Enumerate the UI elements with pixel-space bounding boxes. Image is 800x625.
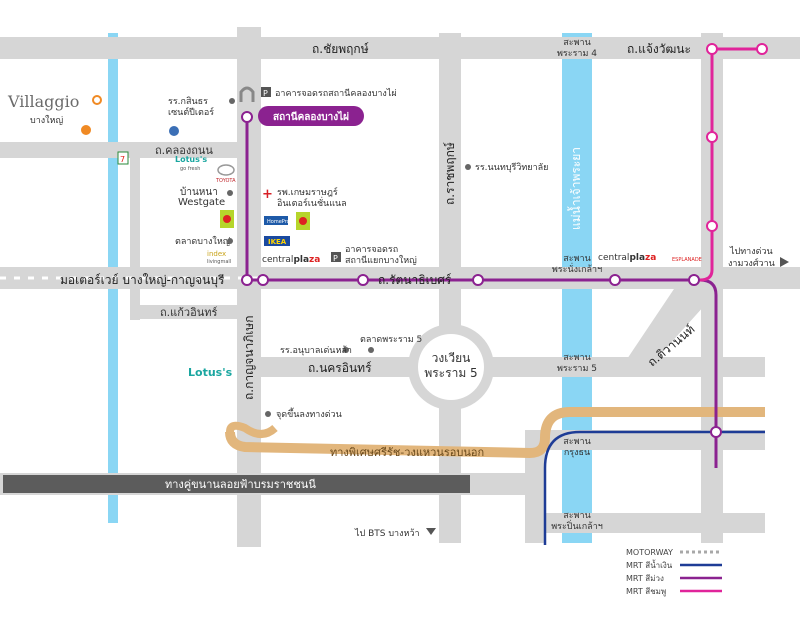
place-central-2: pla xyxy=(293,255,309,265)
place-market-rama5: ตลาดพระราม 5 xyxy=(360,335,422,345)
svg-text:centralplaza: centralplaza xyxy=(262,255,320,265)
svg-text:P: P xyxy=(263,89,268,98)
station-badge-bg xyxy=(258,106,364,126)
road-rattanathibet: ถ.รัตนาธิเบศร์ xyxy=(378,273,452,287)
logo-villaggio: Villaggio xyxy=(7,92,79,111)
station-badge: สถานีคลองบางไผ่ xyxy=(273,110,349,123)
legend-label-motorway: MOTORWAY xyxy=(626,548,673,557)
roundabout-label-2: พระราม 5 xyxy=(424,366,477,380)
place-parking-1: อาคารจอดรถสถานีคลองบางไผ่ xyxy=(275,88,397,99)
toyota-icon xyxy=(217,164,235,176)
legend-label-pink: MRT สีชมพู xyxy=(626,587,666,597)
expressway-line xyxy=(225,407,765,459)
seven-eleven-icon xyxy=(117,151,129,165)
ikea-icon xyxy=(264,236,290,246)
road-expressway: ทางพิเศษศรีรัช-วงแหวนรอบนอก xyxy=(330,446,484,459)
road-parallel: ทางคู่ขนานลอยฟ้าบรมราชชนนี xyxy=(165,478,316,491)
place-ikea: IKEA xyxy=(268,238,287,246)
place-banna-2: Westgate xyxy=(178,197,225,208)
svg-text:พระนั่งเกล้าฯ: พระนั่งเกล้าฯ xyxy=(552,262,602,275)
svg-text:สะพาน: สะพาน xyxy=(563,353,590,363)
place-hospital-2: อินเตอร์เนชั่นแนล xyxy=(277,196,347,209)
station-end-icon xyxy=(239,86,255,102)
place-to-bts: ไป BTS บางหว้า xyxy=(354,528,420,539)
road-nakhon-in: ถ.นครอินทร์ xyxy=(308,361,372,375)
roads xyxy=(0,27,800,547)
place-banna-1: บ้านหนา xyxy=(180,186,218,198)
road-ratchaphruek: ถ.ราชพฤกษ์ xyxy=(443,142,457,205)
place-school-nonthaburi: รร.นนทบุรีวิทยาลัย xyxy=(475,162,548,173)
homepro-icon xyxy=(264,216,288,225)
road-khlongthanon: ถ.คลองถนน xyxy=(155,144,213,157)
svg-text:centralplaza: centralplaza xyxy=(598,253,656,263)
logo-sub: บางใหญ่ xyxy=(30,115,63,126)
legend-label-purple: MRT สีม่วง xyxy=(626,574,664,583)
svg-text:สะพาน: สะพาน xyxy=(563,38,590,48)
place-lotus-top-sub: go fresh xyxy=(180,166,200,172)
svg-text:พระปิ่นเกล้าฯ: พระปิ่นเกล้าฯ xyxy=(551,519,603,532)
place-to-ngamwongwan-2: งามวงศ์วาน xyxy=(728,257,775,269)
place-central-right-1: central xyxy=(598,253,629,263)
place-toyota: TOYOTA xyxy=(215,178,236,184)
place-parking-2a: อาคารจอดรถ xyxy=(345,245,398,255)
school-logo-icon xyxy=(169,126,179,136)
place-to-ngamwongwan-1: ไปทางด่วน xyxy=(729,246,773,257)
svg-text:กรุงธน: กรุงธน xyxy=(564,448,590,458)
bridge-labels: สะพาน พระราม 4 สะพาน พระนั่งเกล้าฯ สะพาน… xyxy=(551,38,603,532)
place-lotus-left: Lotus's xyxy=(188,366,233,379)
road-kanchanaphisek: ถ.กาญจนาภิเษก xyxy=(242,316,256,400)
svg-text:พระราม 5: พระราม 5 xyxy=(557,364,597,374)
parking-icon-1 xyxy=(261,87,271,97)
parallel-road-bar xyxy=(3,475,470,493)
stations xyxy=(241,43,768,438)
river-label: แม่น้ำเจ้าพระยา xyxy=(567,147,583,230)
place-hospital-1: รพ.เกษมราษฎร์ xyxy=(277,186,338,198)
mrt-blue-line xyxy=(543,430,765,545)
svg-text:7: 7 xyxy=(120,155,125,164)
place-central-3: za xyxy=(309,255,320,265)
place-central-1: central xyxy=(262,255,293,265)
svg-text:สะพาน: สะพาน xyxy=(563,511,590,521)
parking-icon-2 xyxy=(331,252,341,262)
arrow-down-icon xyxy=(426,528,436,535)
roundabout-label-1: วงเวียน xyxy=(432,351,471,365)
road-motorway: มอเตอร์เวย์ บางใหญ่-กาญจนบุรี xyxy=(60,273,225,288)
svg-text:P: P xyxy=(333,254,338,263)
legend: MOTORWAY MRT สีน้ำเงิน MRT สีม่วง MRT สี… xyxy=(626,548,722,597)
svg-text:สะพาน: สะพาน xyxy=(563,437,590,447)
road-chaiyapruek: ถ.ชัยพฤกษ์ xyxy=(312,42,369,56)
hospital-icon: + xyxy=(262,187,273,202)
place-central-right-3: za xyxy=(645,253,656,263)
arrow-right-icon xyxy=(780,257,789,267)
place-lotus-top: Lotus's xyxy=(175,155,207,164)
place-market-bangyai: ตลาดบางใหญ่ xyxy=(175,236,231,247)
place-school-anuban: รร.อนุบาลเด่นหล้า xyxy=(280,345,352,356)
place-homepro: HomePro xyxy=(267,219,290,225)
logo-dot xyxy=(92,95,102,105)
legend-label-blue: MRT สีน้ำเงิน xyxy=(626,559,673,570)
svg-text:สะพาน: สะพาน xyxy=(563,254,590,264)
place-parking-2b: สถานีแยกบางใหญ่ xyxy=(345,255,417,266)
place-school-kasem-1: รร.กสินธร xyxy=(168,96,208,107)
place-index-sub: livingmall xyxy=(207,259,231,265)
place-expressway-entry: จุดขึ้นลงทางด่วน xyxy=(276,407,342,420)
road-chaengwattana: ถ.แจ้งวัฒนะ xyxy=(627,42,691,56)
place-school-kasem-2: เซนต์ปีเตอร์ xyxy=(168,106,214,118)
place-index: index xyxy=(207,250,226,258)
villaggio-marker xyxy=(81,125,91,135)
place-esplanade: ESPLANADE xyxy=(672,257,702,263)
mrt-pink-line xyxy=(699,47,762,282)
place-central-right-2: pla xyxy=(629,253,645,263)
svg-text:พระราม 4: พระราม 4 xyxy=(557,49,597,59)
road-kaewinthorn: ถ.แก้วอินทร์ xyxy=(160,306,217,319)
